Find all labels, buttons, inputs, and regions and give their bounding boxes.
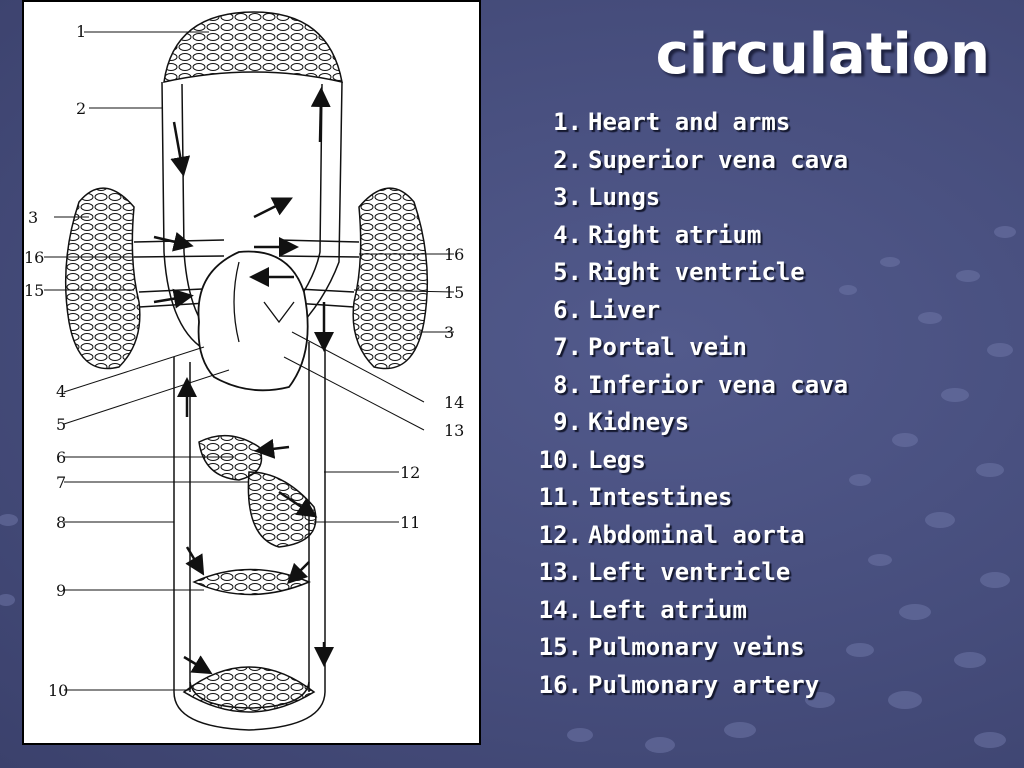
legend-label: Pulmonary artery — [588, 670, 820, 699]
callout-15-left: 15 — [24, 281, 44, 300]
callout-11: 11 — [400, 513, 420, 532]
legend-item: 1.Heart and arms — [530, 104, 848, 142]
legend-number: 4. — [553, 220, 582, 249]
callout-2: 2 — [76, 99, 86, 118]
legend-number: 12. — [538, 520, 582, 549]
legend-item: 12.Abdominal aorta — [530, 517, 848, 555]
legend-item: 15.Pulmonary veins — [530, 629, 848, 667]
legend-number: 1. — [553, 108, 582, 136]
legend-label: Inferior vena cava — [588, 370, 849, 399]
legend-number: 14. — [538, 595, 582, 624]
callout-16-left: 16 — [24, 248, 44, 267]
legend-item: 3.Lungs — [530, 179, 848, 217]
liver-capillaries — [198, 434, 263, 481]
callout-10: 10 — [48, 681, 68, 700]
callout-15-right: 15 — [444, 283, 464, 302]
callout-3-right: 3 — [444, 323, 454, 342]
callout-13: 13 — [444, 421, 464, 440]
callout-9: 9 — [56, 581, 66, 600]
legend-item: 11.Intestines — [530, 479, 848, 517]
legend-number: 6. — [553, 295, 582, 324]
legend-label: Kidneys — [588, 408, 690, 436]
legend-number: 3. — [553, 183, 582, 211]
intestine-capillaries — [247, 471, 317, 548]
legend-number: 15. — [538, 633, 582, 661]
callout-14: 14 — [444, 393, 464, 412]
legend-label: Portal vein — [588, 333, 747, 361]
legend-item: 5.Right ventricle — [530, 254, 848, 292]
legend-number: 10. — [538, 445, 582, 474]
diagram-drawing: 1 2 3 16 15 4 5 6 7 8 9 10 12 11 14 13 1… — [24, 11, 464, 731]
legend-number: 5. — [553, 258, 582, 286]
head-arms-capillaries — [163, 11, 343, 83]
legend-number: 11. — [538, 483, 582, 511]
kidney-capillaries — [192, 568, 311, 596]
legend-item: 6.Liver — [530, 292, 848, 330]
legend-number: 7. — [553, 333, 582, 361]
legend-label: Superior vena cava — [588, 145, 849, 174]
callout-1: 1 — [76, 22, 86, 41]
left-lung — [64, 187, 141, 370]
legend-item: 4.Right atrium — [530, 217, 848, 255]
legend-label: Abdominal aorta — [588, 520, 805, 549]
legend-item: 2.Superior vena cava — [530, 142, 848, 180]
legend-label: Left atrium — [588, 595, 747, 624]
callout-5: 5 — [56, 415, 66, 434]
callout-12: 12 — [400, 463, 420, 482]
legend-number: 2. — [553, 145, 582, 174]
right-lung — [352, 187, 429, 370]
circulation-diagram: 1 2 3 16 15 4 5 6 7 8 9 10 12 11 14 13 1… — [22, 0, 481, 745]
legend-number: 8. — [553, 370, 582, 399]
legend-item: 13.Left ventricle — [530, 554, 848, 592]
legend-item: 9.Kidneys — [530, 404, 848, 442]
legend-label: Legs — [588, 445, 646, 474]
legend-label: Right atrium — [588, 220, 762, 249]
callout-3-left: 3 — [28, 208, 38, 227]
legend-label: Heart and arms — [588, 108, 791, 136]
legend-label: Intestines — [588, 483, 733, 511]
legend-label: Lungs — [588, 183, 661, 211]
heart — [197, 250, 309, 392]
callout-16-right: 16 — [444, 245, 464, 264]
legend-label: Right ventricle — [588, 258, 805, 286]
legend-item: 14.Left atrium — [530, 592, 848, 630]
slide-title: circulation — [655, 22, 990, 87]
leg-capillaries — [182, 666, 316, 713]
legend-item: 8.Inferior vena cava — [530, 367, 848, 405]
legend-number: 13. — [538, 558, 582, 586]
legend-number: 16. — [538, 670, 582, 699]
legend-label: Pulmonary veins — [588, 633, 805, 661]
callout-8: 8 — [56, 513, 66, 532]
legend-number: 9. — [553, 408, 582, 436]
callout-7: 7 — [56, 473, 66, 492]
callout-6: 6 — [56, 448, 66, 467]
legend-label: Left ventricle — [588, 558, 791, 586]
callout-4: 4 — [56, 382, 66, 401]
legend-item: 7.Portal vein — [530, 329, 848, 367]
legend-item: 16.Pulmonary artery — [530, 667, 848, 705]
legend-item: 10.Legs — [530, 442, 848, 480]
legend-list: 1.Heart and arms 2.Superior vena cava 3.… — [530, 104, 848, 704]
legend-label: Liver — [588, 295, 661, 324]
